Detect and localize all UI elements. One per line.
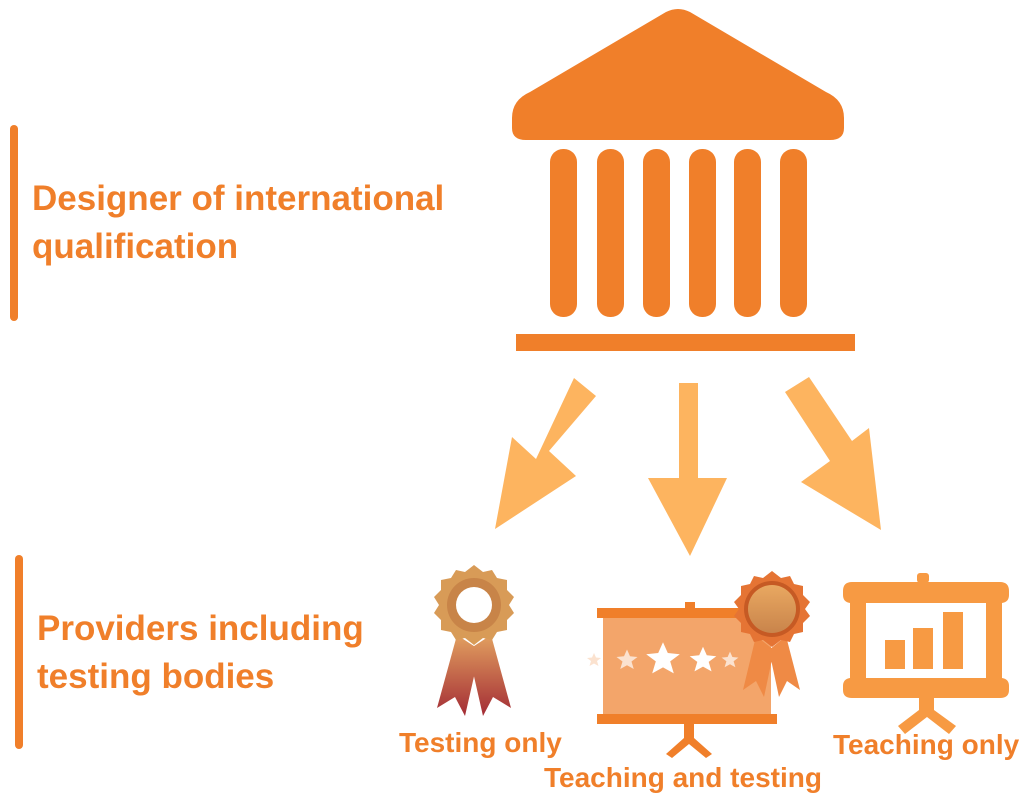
providers-label: Providers including testing bodies — [37, 605, 364, 701]
providers-label-line1: Providers including — [37, 609, 364, 648]
presentation-board-chart-icon — [843, 573, 1009, 734]
designer-label: Designer of international qualification — [32, 175, 444, 271]
down-arrow-icon — [495, 377, 881, 556]
designer-label-line1: Designer of international — [32, 179, 445, 218]
presentation-board-with-award-icon — [587, 571, 810, 758]
providers-section-bar — [15, 555, 23, 749]
caption-teaching-only: Teaching only — [833, 729, 1020, 760]
caption-testing-only: Testing only — [399, 727, 562, 758]
ribbon-award-icon — [434, 565, 514, 716]
designer-label-line2: qualification — [32, 227, 239, 266]
caption-teaching-and-testing: Teaching and testing — [544, 762, 822, 793]
designer-section-bar — [10, 125, 18, 321]
institution-building-icon — [512, 9, 855, 351]
providers-label-line2: testing bodies — [37, 657, 275, 696]
